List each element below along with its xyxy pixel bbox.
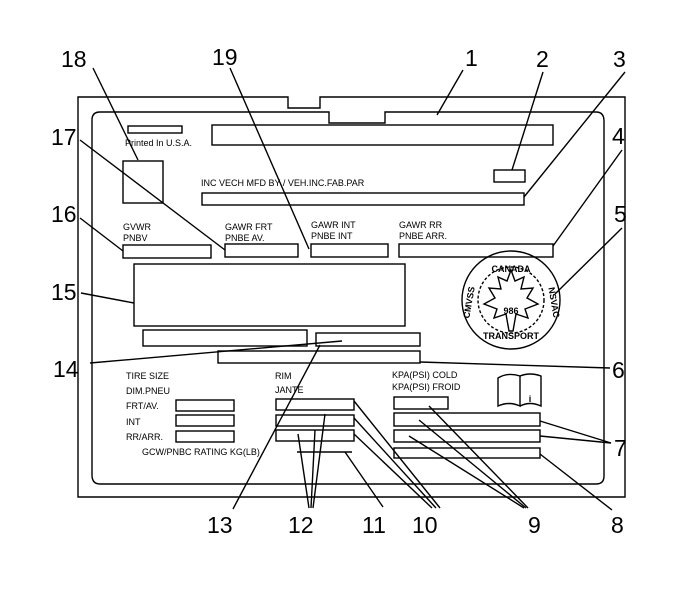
rim-label: RIM	[275, 371, 292, 381]
gcw-box	[393, 447, 541, 459]
canada-transport-seal: CANADA CMVSS NSVAC TRANSPORT 986	[461, 250, 562, 350]
jante-label: JANTE	[275, 385, 304, 395]
rr-arr-label: RR/ARR.	[126, 432, 163, 442]
callout-7: 7	[614, 435, 627, 461]
seal-top-text: CANADA	[492, 264, 531, 274]
info-letter: i	[529, 394, 532, 404]
pnbe-av-label: PNBE AV.	[225, 233, 265, 243]
tire-size-label: TIRE SIZE	[126, 371, 169, 381]
callout-15: 15	[51, 279, 77, 305]
callout-5: 5	[614, 201, 627, 227]
logo-box	[122, 160, 164, 204]
callout-18: 18	[61, 46, 87, 72]
label-inner-border	[91, 111, 605, 485]
printed-label: Printed In U.S.A.	[125, 138, 192, 148]
frt-av-label: FRT/AV.	[126, 401, 159, 411]
gvwr-box	[122, 244, 212, 259]
vin-box	[211, 124, 554, 146]
kpa-int-box	[393, 412, 541, 427]
callout-19: 19	[212, 44, 238, 70]
gawr-int-label: GAWR INT	[311, 220, 356, 230]
gawr-int-box	[310, 243, 389, 258]
callout-17: 17	[51, 124, 77, 150]
gawr-frt-label: GAWR FRT	[225, 222, 273, 232]
box-13	[142, 329, 308, 347]
int-label: INT	[126, 417, 141, 427]
mfd-label: INC VECH MFD BY / VEH.INC.FAB.PAR	[201, 178, 365, 188]
rim-int-box	[275, 414, 355, 427]
callout-9: 9	[528, 512, 541, 538]
printed-box	[127, 125, 183, 134]
callout-numbers: 1 2 3 4 5 6 7 8 9 10 11 12 13 14 15 16 1…	[51, 44, 627, 538]
callout-6: 6	[612, 357, 625, 383]
callout-8: 8	[611, 512, 624, 538]
pnbe-arr-label: PNBE ARR.	[399, 231, 447, 241]
manufacturer-box	[201, 192, 525, 206]
callout-2: 2	[536, 46, 549, 72]
box-6	[217, 350, 421, 364]
tire-rr-box	[175, 430, 235, 443]
gvwr-label: GVWR	[123, 222, 151, 232]
vehicle-info-box	[133, 263, 406, 327]
gcw-label: GCW/PNBC RATING KG(LB)	[142, 447, 260, 457]
callout-4: 4	[612, 123, 625, 149]
leader-lines	[79, 67, 626, 511]
kpa-frt-box	[393, 396, 449, 410]
callout-10: 10	[412, 512, 438, 538]
gawr-rr-label: GAWR RR	[399, 220, 443, 230]
pnbv-label: PNBV	[123, 233, 148, 243]
callout-1: 1	[465, 45, 478, 71]
kpa-froid-label: KPA(PSI) FROID	[392, 382, 461, 392]
callout-3: 3	[613, 46, 626, 72]
kpa-cold-label: KPA(PSI) COLD	[392, 370, 458, 380]
seal-number: 986	[503, 306, 518, 316]
callout-14: 14	[53, 356, 79, 382]
gawr-frt-box	[224, 243, 299, 258]
callout-12: 12	[288, 512, 314, 538]
dim-pneu-label: DIM.PNEU	[126, 386, 170, 396]
date-box	[493, 169, 526, 183]
rim-frt-box	[275, 398, 355, 411]
tire-int-box	[175, 414, 235, 427]
box-14	[315, 332, 421, 347]
label-outer-border	[77, 96, 626, 498]
callout-16: 16	[51, 201, 77, 227]
tire-frt-box	[175, 399, 235, 412]
pnbe-int-label: PNBE INT	[311, 231, 353, 241]
gawr-rr-box	[398, 243, 554, 258]
book-info-icon: i	[497, 373, 542, 408]
seal-left-text: CMVSS	[461, 286, 476, 319]
seal-bottom-text: TRANSPORT	[483, 331, 540, 341]
callout-13: 13	[207, 512, 233, 538]
callout-11: 11	[362, 512, 386, 538]
